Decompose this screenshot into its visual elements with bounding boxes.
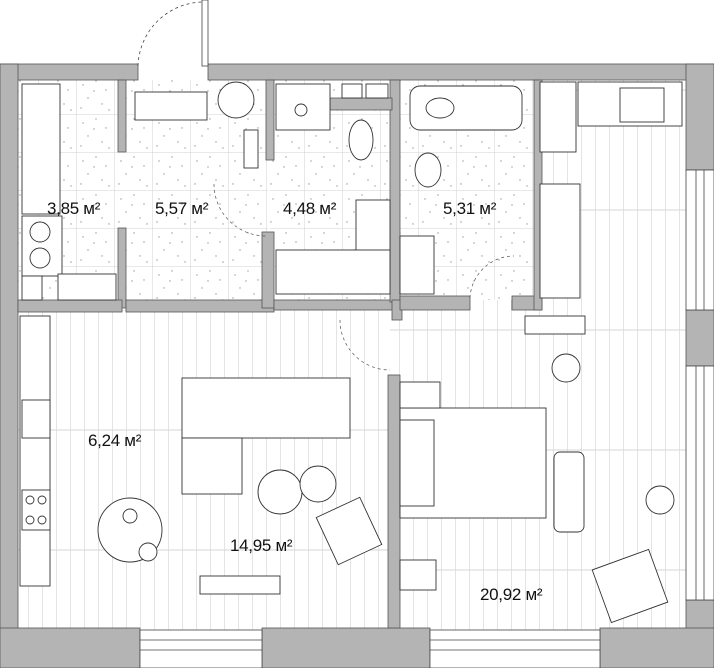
shoe-rack [243,129,259,169]
bedroom-shelf [524,315,586,335]
coffee-table-2 [299,465,337,503]
sink-cabinet-2 [399,235,435,295]
room-area-kitchen: 6,24 м² [88,431,142,450]
sofa-chaise [181,437,243,495]
radiator-bench [199,575,281,595]
room-area-bedroom: 20,92 м² [480,585,543,604]
kitchen-sink [21,399,51,439]
shower-tray [275,83,331,131]
storage-box [57,273,117,301]
pouf [551,353,581,383]
toilet [348,119,374,161]
room-area-hallway: 5,57 м² [155,199,209,218]
window-study [685,169,714,311]
study-wardrobe [539,183,581,299]
round-mirror [217,81,255,119]
room-area-living-room: 14,95 м² [230,536,293,555]
room-area-bathroom-shower: 4,48 м² [283,199,337,218]
armchair [315,496,383,566]
entrance-door [137,0,209,67]
nightstand [399,381,441,409]
door-swings [213,183,515,371]
nightstand-2 [399,559,437,591]
plant [645,485,675,515]
wardrobe-shelves [21,83,61,215]
fixtures [19,81,683,624]
window-living [139,629,263,668]
bathtub [409,85,523,131]
toilet-2 [414,152,442,188]
window-bedroom [429,629,601,668]
coffee-table [257,469,303,515]
kitchen-counter [19,315,51,587]
study-shelf [539,81,577,153]
bedroom-armchair [591,548,669,624]
windows [139,169,714,668]
sofa [181,377,351,439]
room-area-bathroom-tub: 5,31 м² [443,199,497,218]
bathroom-counter [275,249,391,295]
window-bedroom-side [685,365,714,601]
bench [134,91,208,121]
room-area-wardrobe: 3,85 м² [47,199,101,218]
cooktop [21,489,51,531]
walls [0,63,714,668]
bench-bedroom [553,451,585,533]
